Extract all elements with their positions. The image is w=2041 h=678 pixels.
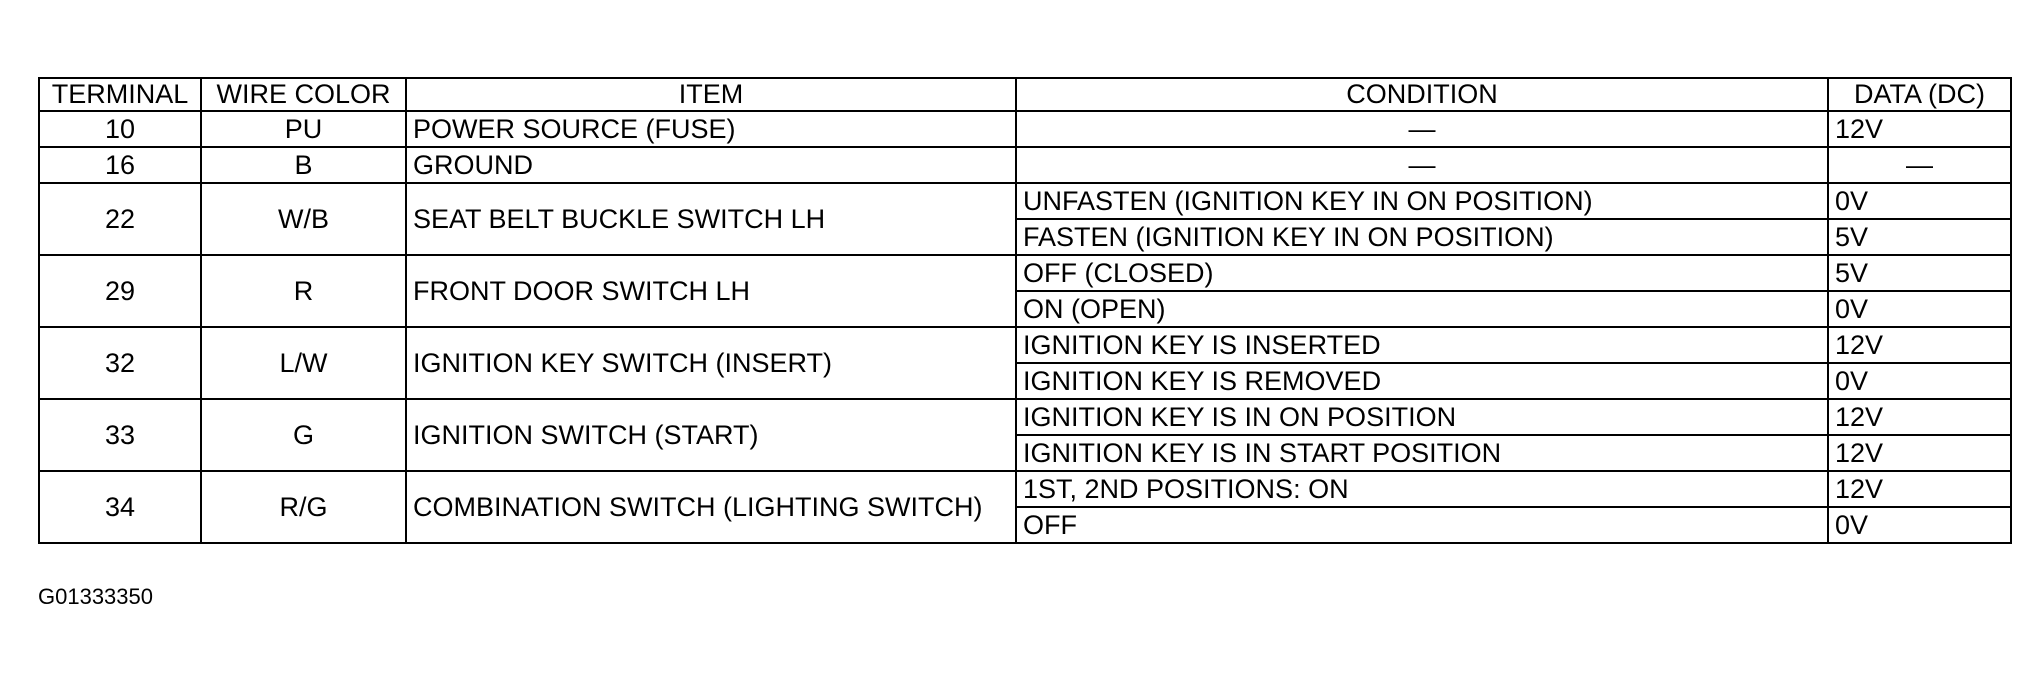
condition-cell: IGNITION KEY IS IN ON POSITION (1015, 398, 1829, 436)
condition-cell: ON (OPEN) (1015, 290, 1829, 328)
data-cell: 12V (1827, 470, 2012, 508)
terminal-data-table-container: TERMINAL WIRE COLOR ITEM CONDITION DATA … (38, 77, 2012, 544)
item-cell: GROUND (405, 146, 1017, 184)
item-cell: IGNITION SWITCH (START) (405, 398, 1017, 472)
data-cell: — (1827, 146, 2012, 184)
wire-color-cell: G (200, 398, 407, 472)
data-cell: 0V (1827, 362, 2012, 400)
data-cell: 0V (1827, 290, 2012, 328)
item-cell: COMBINATION SWITCH (LIGHTING SWITCH) (405, 470, 1017, 544)
data-cell: 12V (1827, 326, 2012, 364)
terminal-cell: 22 (38, 182, 202, 256)
condition-cell: OFF (1015, 506, 1829, 544)
header-wire-color: WIRE COLOR (200, 77, 407, 112)
data-cell: 5V (1827, 218, 2012, 256)
figure-code: G01333350 (38, 584, 153, 609)
header-condition: CONDITION (1015, 77, 1829, 112)
table-header-row: TERMINAL WIRE COLOR ITEM CONDITION DATA … (38, 77, 2012, 112)
header-item: ITEM (405, 77, 1017, 112)
data-cell: 12V (1827, 110, 2012, 148)
data-cell: 12V (1827, 398, 2012, 436)
terminal-cell: 33 (38, 398, 202, 472)
item-cell: IGNITION KEY SWITCH (INSERT) (405, 326, 1017, 400)
condition-cell: IGNITION KEY IS IN START POSITION (1015, 434, 1829, 472)
data-cell: 0V (1827, 506, 2012, 544)
terminal-cell: 29 (38, 254, 202, 328)
condition-cell: IGNITION KEY IS REMOVED (1015, 362, 1829, 400)
data-cell: 0V (1827, 182, 2012, 220)
terminal-cell: 10 (38, 110, 202, 148)
item-cell: SEAT BELT BUCKLE SWITCH LH (405, 182, 1017, 256)
condition-cell: — (1015, 146, 1829, 184)
terminal-cell: 34 (38, 470, 202, 544)
terminal-data-table: TERMINAL WIRE COLOR ITEM CONDITION DATA … (38, 77, 2012, 544)
data-cell: 12V (1827, 434, 2012, 472)
condition-cell: OFF (CLOSED) (1015, 254, 1829, 292)
item-cell: FRONT DOOR SWITCH LH (405, 254, 1017, 328)
condition-cell: UNFASTEN (IGNITION KEY IN ON POSITION) (1015, 182, 1829, 220)
wire-color-cell: L/W (200, 326, 407, 400)
table-row: ON (OPEN)0V (39, 290, 2012, 328)
wire-color-cell: R/G (200, 470, 407, 544)
header-data: DATA (DC) (1827, 77, 2012, 112)
terminal-cell: 16 (38, 146, 202, 184)
condition-cell: FASTEN (IGNITION KEY IN ON POSITION) (1015, 218, 1829, 256)
data-cell: 5V (1827, 254, 2012, 292)
header-terminal: TERMINAL (38, 77, 202, 112)
wire-color-cell: R (200, 254, 407, 328)
condition-cell: IGNITION KEY IS INSERTED (1015, 326, 1829, 364)
wire-color-cell: W/B (200, 182, 407, 256)
table-row: FASTEN (IGNITION KEY IN ON POSITION)5V (39, 218, 2012, 256)
terminal-cell: 32 (38, 326, 202, 400)
wire-color-cell: B (200, 146, 407, 184)
item-cell: POWER SOURCE (FUSE) (405, 110, 1017, 148)
condition-cell: — (1015, 110, 1829, 148)
condition-cell: 1ST, 2ND POSITIONS: ON (1015, 470, 1829, 508)
wire-color-cell: PU (200, 110, 407, 148)
